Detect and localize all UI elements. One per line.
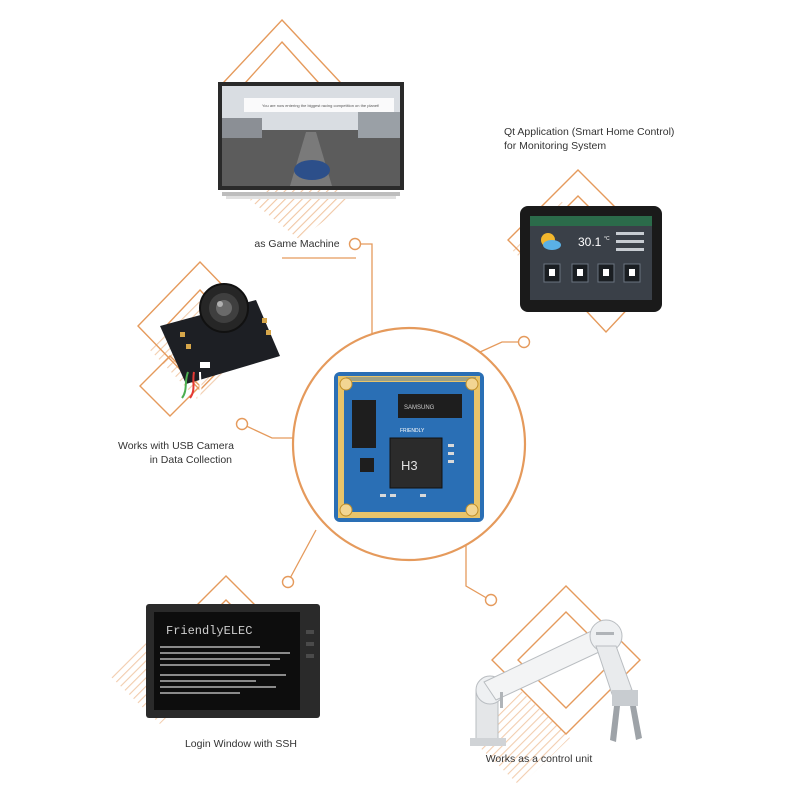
caption-game-line-1: as Game Machine <box>254 238 340 250</box>
caption-control-line-1: Works as a control unit <box>485 753 593 765</box>
smart-home-tablet-image: 30.1 °C <box>520 206 662 312</box>
soc-chip-label: H3 <box>401 458 418 473</box>
caption-usb-camera-line-2: in Data Collection <box>149 454 232 466</box>
robotic-arm-image <box>470 619 642 746</box>
temperature-unit: °C <box>604 236 610 242</box>
terminal-banner: FriendlyELEC <box>166 624 252 638</box>
caption-qt-line-1: Qt Application (Smart Home Control) <box>504 126 675 138</box>
caption-usb-camera-line-1: Works with USB Camera <box>118 440 234 452</box>
connector-nodes <box>235 237 531 607</box>
board-brand-label: FRIENDLY <box>400 428 425 434</box>
nanopi-board-image: SAMSUNG H3 FRIENDLY <box>334 372 484 522</box>
ssh-terminal-display-image: FriendlyELEC <box>146 604 320 718</box>
central-hub: SAMSUNG H3 FRIENDLY <box>291 326 527 562</box>
caption-qt-line-2: for Monitoring System <box>504 140 607 152</box>
caption-control: Works as a control unit <box>486 752 593 766</box>
camera-module-image <box>160 283 280 399</box>
tv-banner-text: You are now entering the biggest racing … <box>262 103 379 108</box>
tv-racing-game-image: You are now entering the biggest racing … <box>218 82 404 199</box>
weather-icon <box>541 233 561 250</box>
caption-qt: Qt Application (Smart Home Control) for … <box>504 125 674 153</box>
caption-ssh: Login Window with SSH <box>185 737 297 751</box>
temperature-value: 30.1 <box>578 235 602 249</box>
caption-ssh-line-1: Login Window with SSH <box>184 738 298 750</box>
caption-usb-camera: Works with USB Camera in Data Collection <box>118 439 234 467</box>
memory-brand-label: SAMSUNG <box>404 405 435 411</box>
caption-game: as Game Machine <box>254 237 339 251</box>
